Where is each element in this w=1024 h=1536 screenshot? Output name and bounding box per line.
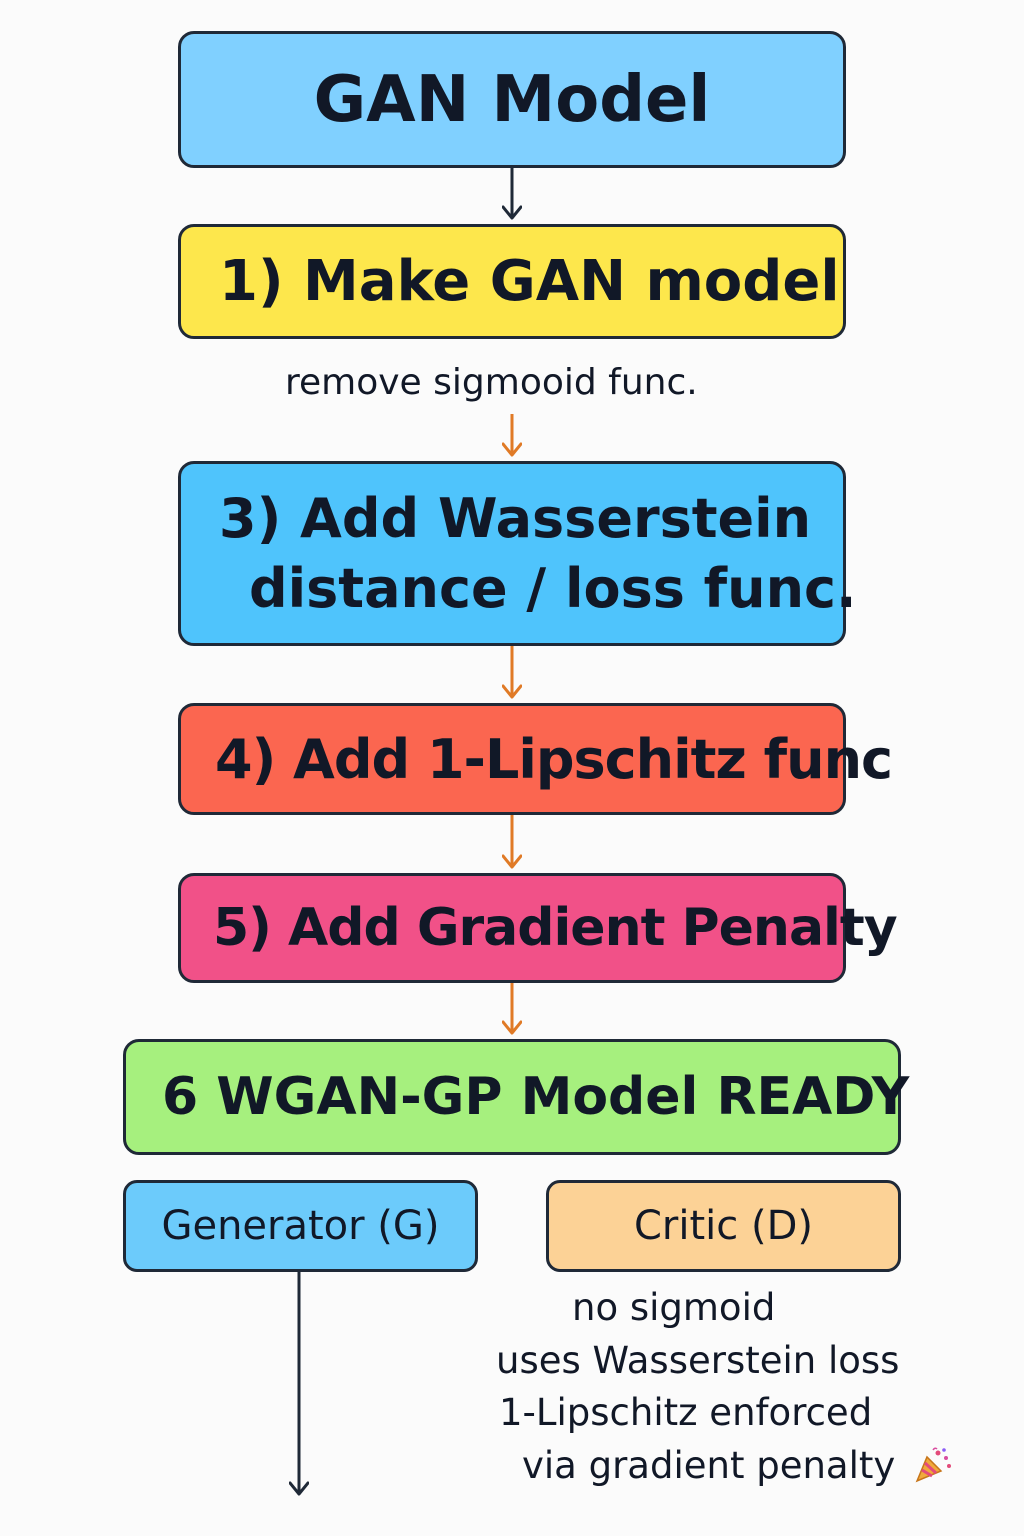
step4-label: 4) Add 1-Lipschitz func bbox=[215, 727, 893, 791]
generator-label: Generator (G) bbox=[161, 1203, 440, 1249]
gan-model-label: GAN Model bbox=[313, 62, 711, 137]
critic-box: Critic (D) bbox=[546, 1180, 901, 1272]
critic-note-no-sigmoid: no sigmoid bbox=[572, 1286, 776, 1329]
step3-label-line2: distance / loss func. bbox=[249, 556, 857, 620]
step3-label-line1: 3) Add Wasserstein bbox=[219, 486, 812, 550]
generator-box: Generator (G) bbox=[123, 1180, 478, 1272]
critic-note-gradient-penalty: via gradient penalty bbox=[522, 1444, 953, 1487]
critic-note-gradient-penalty-text: via gradient penalty bbox=[522, 1444, 896, 1487]
step4-box: 4) Add 1-Lipschitz func bbox=[178, 703, 893, 815]
step3-box: 3) Add Wasserstein distance / loss func. bbox=[178, 461, 857, 646]
gan-model-box: GAN Model bbox=[178, 31, 846, 168]
step6-label: 6 WGAN-GP Model READY bbox=[162, 1067, 910, 1127]
step5-box: 5) Add Gradient Penalty bbox=[178, 873, 898, 983]
step5-label: 5) Add Gradient Penalty bbox=[213, 898, 898, 958]
step1-box: 1) Make GAN model bbox=[178, 224, 846, 339]
party-popper-icon bbox=[913, 1446, 953, 1484]
critic-label: Critic (D) bbox=[633, 1203, 813, 1249]
step1-label: 1) Make GAN model bbox=[219, 249, 840, 314]
critic-note-wasserstein-loss: uses Wasserstein loss bbox=[496, 1339, 900, 1382]
step6-box: 6 WGAN-GP Model READY bbox=[123, 1039, 909, 1155]
remove-sigmoid-note: remove sigmooid func. bbox=[285, 362, 698, 403]
critic-note-lipschitz: 1-Lipschitz enforced bbox=[499, 1391, 873, 1434]
